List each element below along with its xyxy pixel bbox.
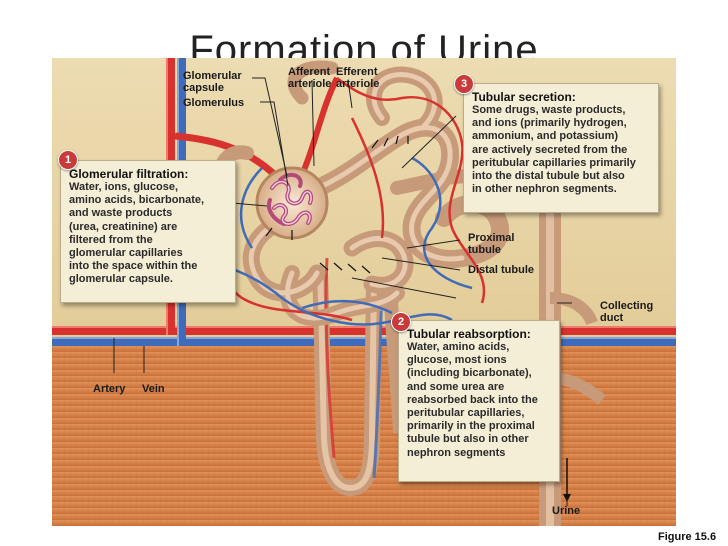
label-urine: Urine xyxy=(552,505,581,517)
callout-glomerular-filtration-title: Glomerular filtration: xyxy=(69,167,189,181)
step-3-badge: 3 xyxy=(454,74,474,94)
callout-tubular-reabsorption-title: Tubular reabsorption: xyxy=(407,327,531,341)
label-afferent-arteriole: Afferent arteriole xyxy=(288,66,332,90)
callout-tubular-secretion-title: Tubular secretion: xyxy=(472,90,576,104)
label-distal-tubule: Distal tubule xyxy=(468,264,535,276)
medulla-region xyxy=(52,343,676,526)
callout-tubular-secretion: Tubular secretion: Some drugs, waste pro… xyxy=(463,83,659,213)
label-efferent-arteriole: Efferent arteriole xyxy=(336,66,380,90)
callout-glomerular-filtration-body: Water, ions, glucose, amino acids, bicar… xyxy=(69,181,205,286)
callout-tubular-secretion-body: Some drugs, waste products, and ions (pr… xyxy=(472,104,636,196)
figure-number: Figure 15.6 xyxy=(658,531,717,543)
leader-lines xyxy=(113,77,572,506)
label-glomerulus: Glomerulus xyxy=(183,97,245,109)
step-2-badge: 2 xyxy=(391,312,411,332)
callout-tubular-reabsorption: Tubular reabsorption: Water, amino acids… xyxy=(398,320,560,482)
label-proximal-tubule: Proximal tubule xyxy=(468,232,515,256)
label-glomerular-capsule: Glomerular capsule xyxy=(183,70,242,94)
step-1-badge: 1 xyxy=(58,150,78,170)
label-vein: Vein xyxy=(142,383,165,395)
callout-glomerular-filtration: Glomerular filtration: Water, ions, gluc… xyxy=(60,160,236,303)
artery-horizontal xyxy=(52,326,676,335)
vein-horizontal xyxy=(52,337,676,346)
label-collecting-duct: Collecting duct xyxy=(600,300,654,324)
callout-tubular-reabsorption-body: Water, amino acids, glucose, most ions (… xyxy=(407,341,538,459)
label-artery: Artery xyxy=(93,383,126,395)
